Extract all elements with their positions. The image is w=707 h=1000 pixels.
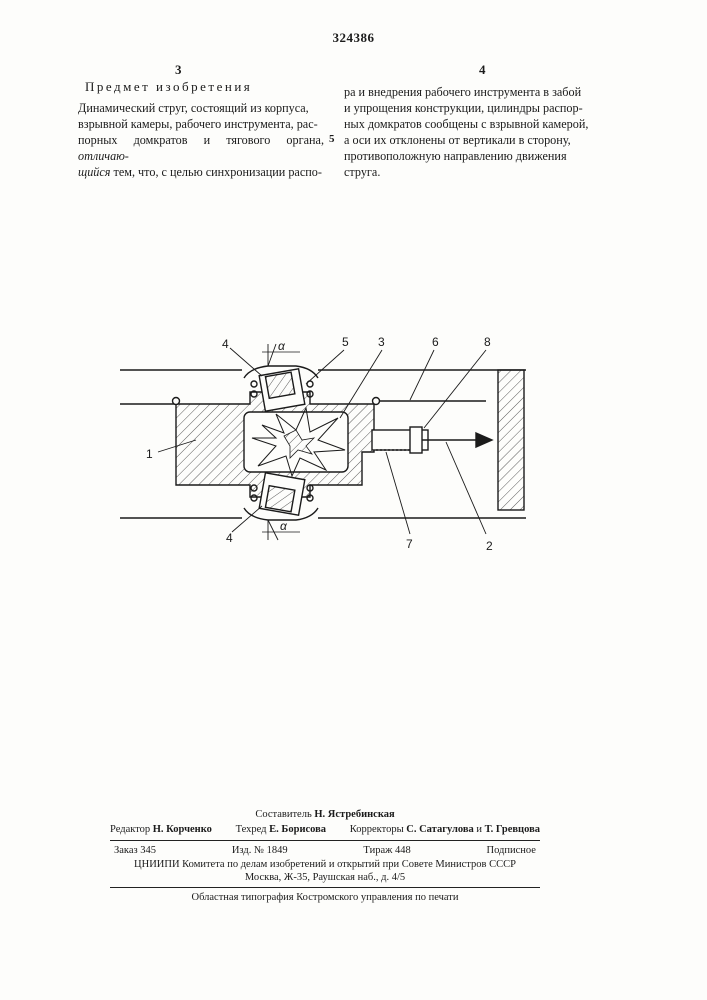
leader-line <box>424 350 486 428</box>
editor-name: Н. Корченко <box>153 824 212 835</box>
staff-line: Редактор Н. Корченко Техред Е. Борисова … <box>110 823 540 837</box>
leader-line <box>446 442 486 534</box>
angle-inclined-line <box>268 344 276 366</box>
address-line: Москва, Ж-35, Раушская наб., д. 4/5 <box>110 871 540 884</box>
leader-line <box>386 452 410 534</box>
leader-line <box>230 348 262 376</box>
leader-line <box>410 350 434 400</box>
order-number: Заказ 345 <box>114 844 156 858</box>
org-line: ЦНИИПИ Комитета по делам изобретений и о… <box>110 858 540 871</box>
seal-ring <box>251 381 257 387</box>
pivot-joint <box>373 398 380 405</box>
callout-label: 4 <box>222 337 229 351</box>
callout-label: 5 <box>342 335 349 349</box>
print-info-line: Заказ 345 Изд. № 1849 Тираж 448 Подписно… <box>110 844 540 858</box>
angle-alpha-label: α <box>280 519 288 533</box>
printer-line: Областная типография Костромского управл… <box>110 891 540 904</box>
callout-label: 1 <box>146 447 153 461</box>
subscription-status: Подписное <box>487 844 536 858</box>
editor-credit: Редактор Н. Корченко <box>110 823 212 837</box>
corrector-name: С. Сатагулова <box>406 824 474 835</box>
angle-inclined-line <box>268 520 278 540</box>
lower-jack-piston <box>265 486 294 512</box>
callout-label: 3 <box>378 335 385 349</box>
callout-label: 8 <box>484 335 491 349</box>
compiler-name: Н. Ястребинская <box>314 809 394 820</box>
compiler-label: Составитель <box>255 809 311 820</box>
techred-name: Е. Борисова <box>269 824 326 835</box>
footer-rule <box>110 840 540 841</box>
callout-label: 7 <box>406 537 413 551</box>
callout-label: 2 <box>486 539 493 553</box>
footer-rule <box>110 887 540 888</box>
techred-credit: Техред Е. Борисова <box>236 823 326 837</box>
colophon: Составитель Н. Ястребинская Редактор Н. … <box>110 808 540 904</box>
techred-label: Техред <box>236 824 267 835</box>
edition-number: Изд. № 1849 <box>232 844 288 858</box>
callout-label: 4 <box>226 531 233 545</box>
corrector-name: Т. Гревцова <box>485 824 540 835</box>
circulation: Тираж 448 <box>363 844 410 858</box>
correctors-credit: Корректоры С. Сатагулова и Т. Гревцова <box>350 823 540 837</box>
conjunction: и <box>476 824 482 835</box>
correctors-label: Корректоры <box>350 824 404 835</box>
pivot-joint <box>173 398 180 405</box>
compiler-line: Составитель Н. Ястребинская <box>110 808 540 821</box>
leader-line <box>232 506 262 532</box>
tool-tip <box>476 433 492 447</box>
angle-alpha-label: α <box>278 339 286 353</box>
coal-face <box>498 370 524 510</box>
piston <box>410 427 422 453</box>
callout-label: 6 <box>432 335 439 349</box>
upper-jack-piston <box>265 372 294 398</box>
leader-line <box>306 350 344 384</box>
editor-label: Редактор <box>110 824 150 835</box>
